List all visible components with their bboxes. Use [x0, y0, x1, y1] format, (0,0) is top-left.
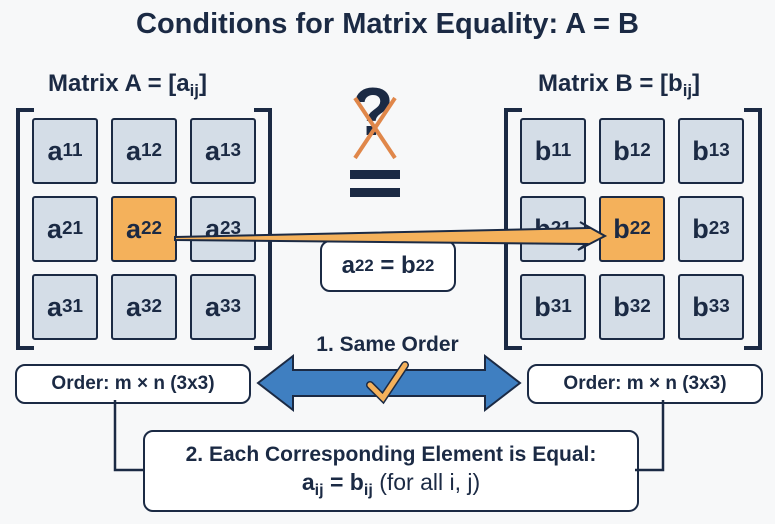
page-title: Conditions for Matrix Equality: A = B [136, 8, 639, 40]
cell-letter: a [46, 291, 62, 322]
cell-letter: b [534, 291, 551, 322]
matrix-b-right-bracket [744, 108, 762, 350]
cell-index: 21 [550, 218, 572, 239]
cell-index: 12 [141, 140, 163, 161]
cell-letter: b [613, 213, 630, 244]
cell-index: 12 [629, 140, 651, 161]
cell-index: 23 [220, 218, 242, 239]
equals-bar-top [350, 170, 400, 179]
cell-letter: a [125, 291, 141, 322]
question-mark-icon: ? [352, 74, 394, 150]
condition2-box: 2. Each Corresponding Element is Equal: … [143, 430, 639, 512]
cell-index: 32 [141, 296, 163, 317]
cell-letter: a [204, 291, 220, 322]
cell-letter: b [613, 135, 630, 166]
equals-bar-bottom [350, 188, 400, 197]
cell-letter: b [613, 291, 630, 322]
cell-index: 23 [708, 218, 730, 239]
cell-letter: a [125, 213, 141, 244]
connector-left [113, 400, 145, 472]
cell-letter: b [692, 135, 709, 166]
order-a-box: Order: m × n (3x3) [15, 364, 251, 404]
cell-letter: a [47, 135, 63, 166]
cell-letter: b [534, 135, 552, 166]
cell-letter: b [534, 213, 551, 244]
check-icon [366, 361, 409, 405]
same-order-double-arrow [256, 353, 522, 413]
cell-index: 22 [141, 218, 163, 239]
cell-index: 31 [62, 296, 84, 317]
cell-letter: b [692, 291, 709, 322]
cell-letter: b [692, 213, 709, 244]
cell-index: 21 [62, 218, 84, 239]
matrix-b-label: Matrix B = [bij] [538, 70, 701, 101]
cell-index: 33 [708, 296, 730, 317]
cell-index: 22 [629, 218, 651, 239]
condition2-formula: aij = bij (for all i, j) [301, 468, 481, 499]
connector-right [635, 400, 665, 472]
cell-index: 31 [550, 296, 572, 317]
cell-letter: a [125, 135, 141, 166]
order-b-box: Order: m × n (3x3) [527, 364, 763, 404]
cell-letter: a [204, 213, 220, 244]
matrix-a-label: Matrix A = [aij] [48, 70, 207, 101]
cell-letter: a [46, 213, 62, 244]
cell-index: 33 [220, 296, 242, 317]
condition2-label: 2. Each Corresponding Element is Equal: [185, 442, 597, 466]
cell-index: 13 [708, 140, 730, 161]
cell-index: 13 [220, 140, 242, 161]
cell-letter: a [204, 135, 220, 166]
cell-index: 32 [629, 296, 651, 317]
condition1-label: 1. Same Order [316, 333, 459, 356]
matrix-a-right-bracket [254, 108, 272, 350]
cell-index: 11 [62, 140, 83, 161]
cell-index: 11 [551, 140, 572, 161]
